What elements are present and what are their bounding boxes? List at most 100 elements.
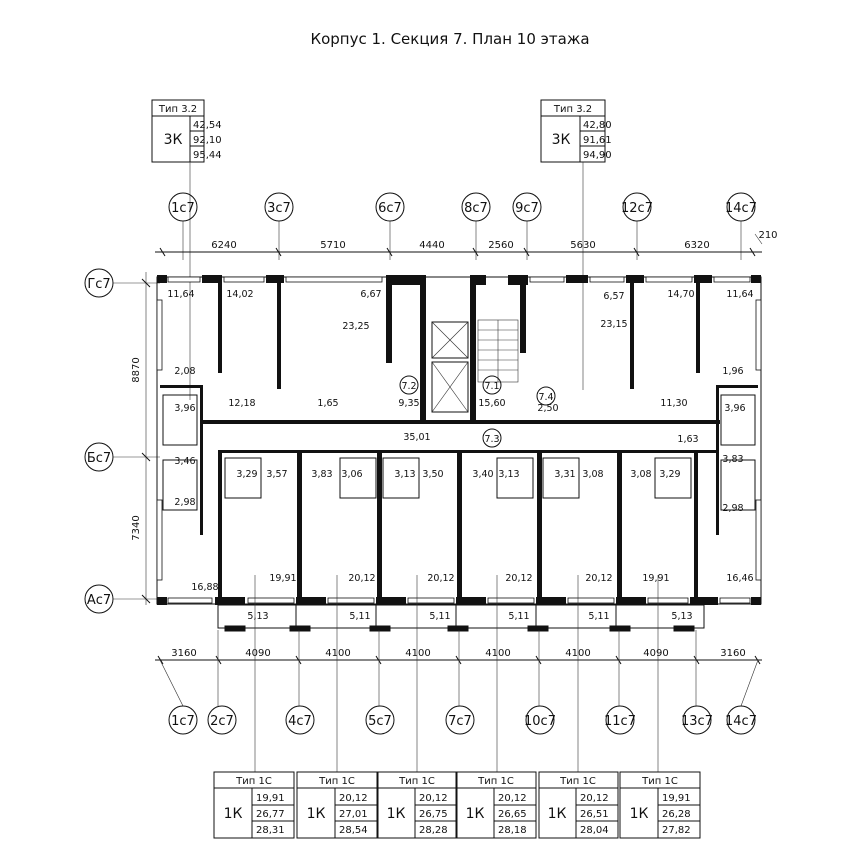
room-areas: 11,64 14,02 6,67 23,25 2,08 3,96 12,18 1… [167, 289, 753, 622]
svg-text:4100: 4100 [325, 648, 350, 659]
room-area: 15,60 [478, 398, 505, 409]
room-area: 5,11 [349, 611, 370, 622]
card-total-area: 92,10 [193, 135, 222, 146]
axis-label: 13с7 [681, 714, 713, 729]
room-area: 3,31 [554, 469, 575, 480]
card-total-area-balcony: 28,54 [339, 825, 368, 836]
axis-label: 10с7 [524, 714, 556, 729]
card-rooms: 1К [630, 806, 649, 822]
card-type: Тип 1С [641, 776, 678, 787]
card-rooms: 1К [387, 806, 406, 822]
axis-label: 2с7 [210, 714, 234, 729]
room-area: 3,46 [174, 456, 195, 467]
room-area: 16,46 [726, 573, 753, 584]
apartment-card-bottom-2: Тип 1С 1К 20,12 27,01 28,54 [296, 771, 378, 839]
side-dimension: 7340 [131, 515, 142, 540]
axis-label: 12с7 [621, 201, 653, 216]
card-total-area: 27,01 [339, 809, 368, 820]
axis-label: 1с7 [171, 714, 195, 729]
card-total-area: 26,77 [256, 809, 285, 820]
apartment-card-bottom-5: Тип 1С 1К 20,12 26,51 28,04 [538, 771, 619, 839]
svg-text:7.1: 7.1 [484, 381, 499, 392]
room-area: 19,91 [269, 573, 296, 584]
room-area: 5,11 [508, 611, 529, 622]
axis-label: Ас7 [87, 593, 111, 608]
card-total-area-balcony: 94,90 [583, 150, 612, 161]
card-type: Тип 1С [477, 776, 514, 787]
axis-label: 6с7 [378, 201, 402, 216]
room-area: 3,40 [472, 469, 493, 480]
room-area: 2,98 [722, 503, 743, 514]
card-living-area: 20,12 [419, 793, 448, 804]
apartment-card-bottom-3: Тип 1С 1К 20,12 26,75 28,28 [377, 771, 457, 839]
axis-label: 4с7 [288, 714, 312, 729]
svg-text:7.3: 7.3 [484, 434, 499, 445]
card-total-area-balcony: 95,44 [193, 150, 222, 161]
room-area: 6,57 [603, 291, 624, 302]
card-living-area: 20,12 [339, 793, 368, 804]
card-rooms: 3К [552, 132, 571, 148]
room-area: 14,02 [226, 289, 253, 300]
room-area: 20,12 [585, 573, 612, 584]
room-area: 12,18 [228, 398, 255, 409]
top-dimensions: 6240 5710 4440 2560 5630 6320 210 [211, 230, 777, 251]
svg-text:210: 210 [758, 230, 777, 241]
balconies [217, 604, 705, 632]
room-area: 3,83 [311, 469, 332, 480]
card-type: Тип 1С [398, 776, 435, 787]
room-area: 14,70 [667, 289, 694, 300]
card-living-area: 19,91 [256, 793, 285, 804]
room-area: 23,15 [600, 319, 627, 330]
apartment-card-bottom-4: Тип 1С 1К 20,12 26,65 28,18 [456, 771, 537, 839]
axis-label: 7с7 [448, 714, 472, 729]
side-dimension: 8870 [131, 357, 142, 382]
card-rooms: 3К [164, 132, 183, 148]
svg-text:5630: 5630 [570, 240, 595, 251]
svg-text:4090: 4090 [245, 648, 270, 659]
room-area: 16,88 [191, 582, 218, 593]
room-area: 3,96 [174, 403, 195, 414]
svg-text:4440: 4440 [419, 240, 444, 251]
room-area: 5,11 [588, 611, 609, 622]
card-total-area: 91,61 [583, 135, 612, 146]
svg-text:4100: 4100 [405, 648, 430, 659]
card-living-area: 42,80 [583, 120, 612, 131]
svg-text:4100: 4100 [485, 648, 510, 659]
room-area: 9,35 [398, 398, 419, 409]
axis-label: 8с7 [464, 201, 488, 216]
building-outline [156, 275, 762, 605]
room-area: 5,11 [429, 611, 450, 622]
room-area: 20,12 [505, 573, 532, 584]
card-type: Тип 3.2 [553, 104, 592, 115]
top-axis-markers: 1с7 3с7 6с7 8с7 9с7 12с7 14с7 [168, 192, 757, 222]
card-type: Тип 1С [318, 776, 355, 787]
room-area: 3,08 [630, 469, 651, 480]
plan-title: Корпус 1. Секция 7. План 10 этажа [310, 30, 589, 48]
bottom-axis-markers: 1с7 2с7 4с7 5с7 7с7 10с7 11с7 13с7 14с7 [168, 705, 757, 735]
card-total-area: 26,65 [498, 809, 527, 820]
room-area: 1,96 [722, 366, 743, 377]
card-total-area: 26,51 [580, 809, 609, 820]
room-area: 11,64 [167, 289, 194, 300]
room-area: 20,12 [348, 573, 375, 584]
interior-walls [160, 283, 758, 600]
svg-text:6240: 6240 [211, 240, 236, 251]
side-axis-markers: Гс7 Бс7 Ас7 [84, 268, 114, 614]
room-area: 1,65 [317, 398, 338, 409]
room-area: 3,29 [659, 469, 680, 480]
axis-label: 5с7 [368, 714, 392, 729]
card-total-area-balcony: 28,04 [580, 825, 609, 836]
card-type: Тип 3.2 [158, 104, 197, 115]
card-type: Тип 1С [559, 776, 596, 787]
axis-label: 11с7 [604, 714, 636, 729]
room-area: 3,83 [722, 454, 743, 465]
card-total-area: 26,28 [662, 809, 691, 820]
apartment-card-top-2: Тип 3.2 3К 42,80 91,61 94,90 [540, 99, 612, 163]
axis-label: Гс7 [87, 277, 110, 292]
room-area: 2,98 [174, 497, 195, 508]
svg-text:5710: 5710 [320, 240, 345, 251]
room-area: 3,08 [582, 469, 603, 480]
room-area: 3,13 [394, 469, 415, 480]
card-total-area-balcony: 28,18 [498, 825, 527, 836]
